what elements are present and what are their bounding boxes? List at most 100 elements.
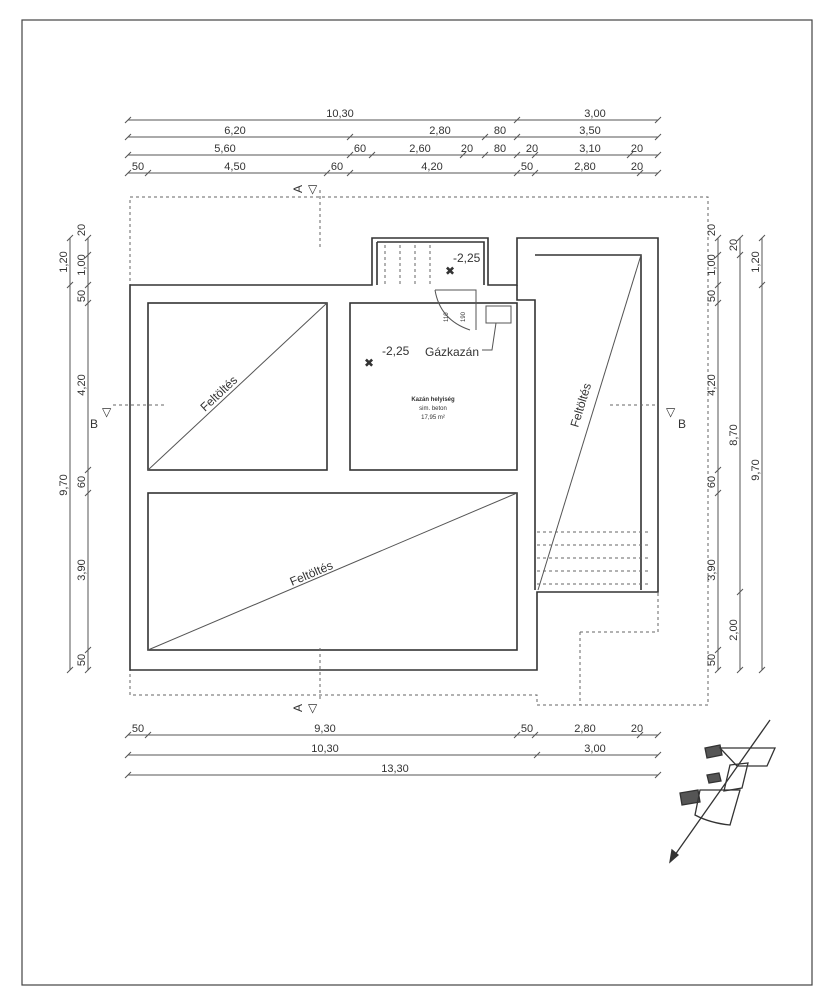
dimension-tick <box>513 116 521 124</box>
dimension-label: 3,00 <box>584 108 605 120</box>
dimension-label: 80 <box>494 143 506 155</box>
dimension-tick <box>84 299 92 307</box>
dimension-label: 9,70 <box>58 474 70 495</box>
dimension-tick <box>66 281 74 289</box>
dimension-label: 20 <box>728 239 740 251</box>
dimension-label: 20 <box>631 161 643 173</box>
dimension-tick <box>736 588 744 596</box>
dimension-tick <box>736 251 744 259</box>
room-name: Kazán helyiség <box>411 397 455 403</box>
dimension-tick <box>346 151 354 159</box>
dimension-tick <box>323 169 331 177</box>
dimension-label: 60 <box>76 476 88 488</box>
dimension-label: 4,50 <box>224 161 245 173</box>
dimension-label: 1,00 <box>76 254 88 275</box>
dimension-label: 20 <box>76 224 88 236</box>
dimension-tick <box>513 169 521 177</box>
door-swing <box>434 289 477 331</box>
boiler-symbol <box>485 305 512 324</box>
section-a-label: A <box>291 185 305 193</box>
dimension-label: 3,00 <box>584 743 605 755</box>
dimension-tick <box>531 151 539 159</box>
dimension-tick <box>758 234 766 242</box>
section-a-marker-icon: ▽ <box>308 701 318 715</box>
dimension-label: 9,30 <box>314 723 335 735</box>
fill-diagonal-1 <box>147 302 328 471</box>
dimension-label: 50 <box>706 290 718 302</box>
dimension-tick <box>459 151 467 159</box>
dimension-tick <box>84 489 92 497</box>
dimension-label: 50 <box>132 723 144 735</box>
dimension-tick <box>513 731 521 739</box>
sheet-border <box>21 19 813 986</box>
dimension-tick <box>714 234 722 242</box>
dimension-label: 3,90 <box>706 559 718 580</box>
dimension-label: 4,20 <box>76 374 88 395</box>
dimension-label: 10,30 <box>326 108 354 120</box>
room-floor: sim. beton <box>419 406 447 412</box>
dimension-label: 50 <box>76 290 88 302</box>
dimension-label: 2,00 <box>728 619 740 640</box>
dimension-label: 50 <box>521 723 533 735</box>
dimension-tick <box>626 151 634 159</box>
north-arrow-icon <box>669 719 777 864</box>
dimension-tick <box>736 234 744 242</box>
dimension-tick <box>513 151 521 159</box>
foundation-outline <box>129 196 709 706</box>
dimension-tick <box>124 751 132 759</box>
dimension-tick <box>654 771 662 779</box>
dimension-label: 4,20 <box>421 161 442 173</box>
level-marker-icon: ✖ <box>445 264 455 278</box>
dimension-tick <box>758 281 766 289</box>
dimension-label: 2,80 <box>574 161 595 173</box>
dimension-tick <box>714 251 722 259</box>
section-b-label: B <box>678 417 686 431</box>
dimension-tick <box>654 151 662 159</box>
fill-room-2 <box>147 492 518 651</box>
dimension-label: 50 <box>132 161 144 173</box>
stairs <box>384 245 650 585</box>
boiler-room <box>349 302 518 471</box>
dimension-label: 5,60 <box>214 143 235 155</box>
room-area: 17,95 m² <box>421 415 445 421</box>
dimension-tick <box>513 133 521 141</box>
section-b-marker-icon: ▽ <box>666 405 676 419</box>
dimension-tick <box>368 151 376 159</box>
dimension-label: 20 <box>526 143 538 155</box>
section-b-label: B <box>90 417 98 431</box>
dimension-tick <box>758 666 766 674</box>
dimension-tick <box>714 489 722 497</box>
dimension-label: 1,00 <box>706 254 718 275</box>
boiler-leader <box>482 322 497 351</box>
dimension-tick <box>654 133 662 141</box>
dimension-label: 10,30 <box>311 743 339 755</box>
dimension-tick <box>124 169 132 177</box>
dimension-tick <box>714 646 722 654</box>
dimension-tick <box>533 751 541 759</box>
fill-room-1 <box>147 302 328 471</box>
dimension-tick <box>654 751 662 759</box>
dimension-label: 1,20 <box>750 251 762 272</box>
dimension-tick <box>84 466 92 474</box>
dimension-label: 50 <box>521 161 533 173</box>
fill-label: Feltöltés <box>288 558 335 589</box>
dimension-tick <box>66 666 74 674</box>
dimension-tick <box>654 169 662 177</box>
stair-wall <box>376 241 485 285</box>
dimension-tick <box>144 169 152 177</box>
level-label: -2,25 <box>382 344 410 358</box>
dimension-label: 20 <box>631 143 643 155</box>
dimension-label: 60 <box>354 143 366 155</box>
dimension-label: 3,10 <box>579 143 600 155</box>
dimension-label: 8,70 <box>728 424 740 445</box>
dimension-tick <box>481 151 489 159</box>
dimension-label: 2,80 <box>429 125 450 137</box>
dimension-tick <box>124 771 132 779</box>
dimension-tick <box>124 116 132 124</box>
dimension-tick <box>736 666 744 674</box>
dimension-tick <box>714 666 722 674</box>
fill-diagonal-2 <box>147 492 518 651</box>
section-a-label: A <box>291 704 305 712</box>
dimension-tick <box>636 169 644 177</box>
dimension-tick <box>714 466 722 474</box>
